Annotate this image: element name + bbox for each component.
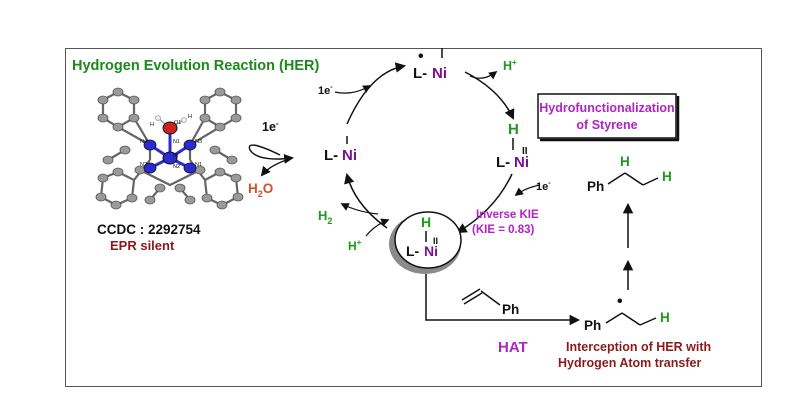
svg-text:H: H (660, 310, 670, 325)
water-label: H2O (248, 181, 273, 199)
hat-arrow (425, 274, 581, 326)
svg-text:H: H (620, 154, 630, 169)
svg-text:N2: N2 (140, 162, 147, 168)
svg-text:L-: L- (406, 243, 420, 259)
svg-text:Ni: Ni (342, 147, 357, 164)
svg-text:N1: N1 (173, 139, 180, 145)
e-top-arrow (334, 85, 372, 94)
diagram-frame (65, 48, 762, 387)
benzylic-radical: Ph • H (584, 293, 670, 333)
svg-text:Ni: Ni (424, 243, 438, 259)
kie-line1: Inverse KIE (476, 209, 539, 221)
svg-text:L-: L- (413, 65, 427, 82)
hat-label: HAT (498, 339, 528, 356)
svg-text:H: H (662, 169, 672, 184)
svg-text:Hydrofunctionalization: Hydrofunctionalization (539, 101, 674, 115)
interception-line2: Hydrogen Atom transfer (558, 356, 701, 370)
svg-text:N1: N1 (195, 162, 202, 168)
species-top: • L- Ni (413, 48, 447, 82)
title: Hydrogen Evolution Reaction (HER) (72, 58, 319, 74)
species-left: L- Ni (324, 136, 357, 164)
svg-text:L-: L- (496, 154, 510, 171)
oxygen-atom (162, 121, 178, 135)
proton-bottom: H+ (348, 238, 362, 253)
svg-text:•: • (617, 293, 623, 310)
atom-labels: O1 H H N4 N1 N3 Ni N2 N2 N1 (140, 114, 202, 170)
carbon-atoms (95, 87, 244, 210)
svg-text:II: II (522, 146, 528, 157)
h2-label: H2 (318, 208, 332, 226)
nickel-atom (162, 151, 178, 165)
proton-bottom-arrow (365, 218, 390, 237)
svg-text:II: II (433, 236, 438, 246)
svg-text:of Styrene: of Styrene (576, 118, 637, 132)
svg-text:N4: N4 (140, 139, 147, 145)
styrene: Ph (461, 288, 519, 317)
svg-text:H: H (150, 122, 154, 128)
svg-text:Ni: Ni (432, 65, 447, 82)
svg-text:H: H (508, 121, 519, 138)
e-right-arrow (514, 184, 541, 197)
product: Ph H H (587, 154, 672, 194)
catalytic-cycle (344, 62, 515, 234)
svg-text:Ph: Ph (502, 302, 519, 317)
svg-text:•: • (418, 48, 424, 65)
species-right: H II L- Ni (496, 121, 529, 171)
svg-text:H: H (188, 114, 192, 120)
nitrogen-atoms (143, 139, 197, 174)
electron-input-arrow (248, 144, 294, 164)
svg-text:Ph: Ph (587, 179, 604, 194)
epr-label: EPR silent (110, 238, 175, 253)
kie-line2: (KIE = 0.83) (472, 224, 534, 236)
species-bottom: H II L- Ni (389, 211, 462, 274)
ccdc-label: CCDC : 2292754 (97, 222, 201, 237)
proton-top-arrow (469, 70, 498, 80)
svg-text:Ni: Ni (173, 153, 178, 159)
h2-release-arrow (340, 203, 379, 215)
e-label-left: 1e- (262, 119, 279, 134)
svg-text:N3: N3 (195, 139, 202, 145)
crystal-structure: O1 H H N4 N1 N3 Ni N2 N2 N1 (95, 87, 244, 210)
svg-text:N2: N2 (173, 164, 180, 170)
e-label-right: 1e- (536, 180, 551, 193)
svg-text:Ph: Ph (584, 318, 601, 333)
proton-top: H+ (503, 58, 517, 73)
svg-text:O1: O1 (174, 120, 181, 126)
svg-text:L-: L- (324, 147, 338, 164)
e-label-top: 1e- (318, 84, 333, 97)
svg-text:Ni: Ni (514, 154, 529, 171)
hydrofunc-box: Hydrofunctionalization of Styrene (537, 93, 680, 142)
interception-line1: Interception of HER with (566, 340, 711, 354)
water-release-arrow (260, 157, 293, 177)
svg-text:H: H (421, 214, 431, 230)
